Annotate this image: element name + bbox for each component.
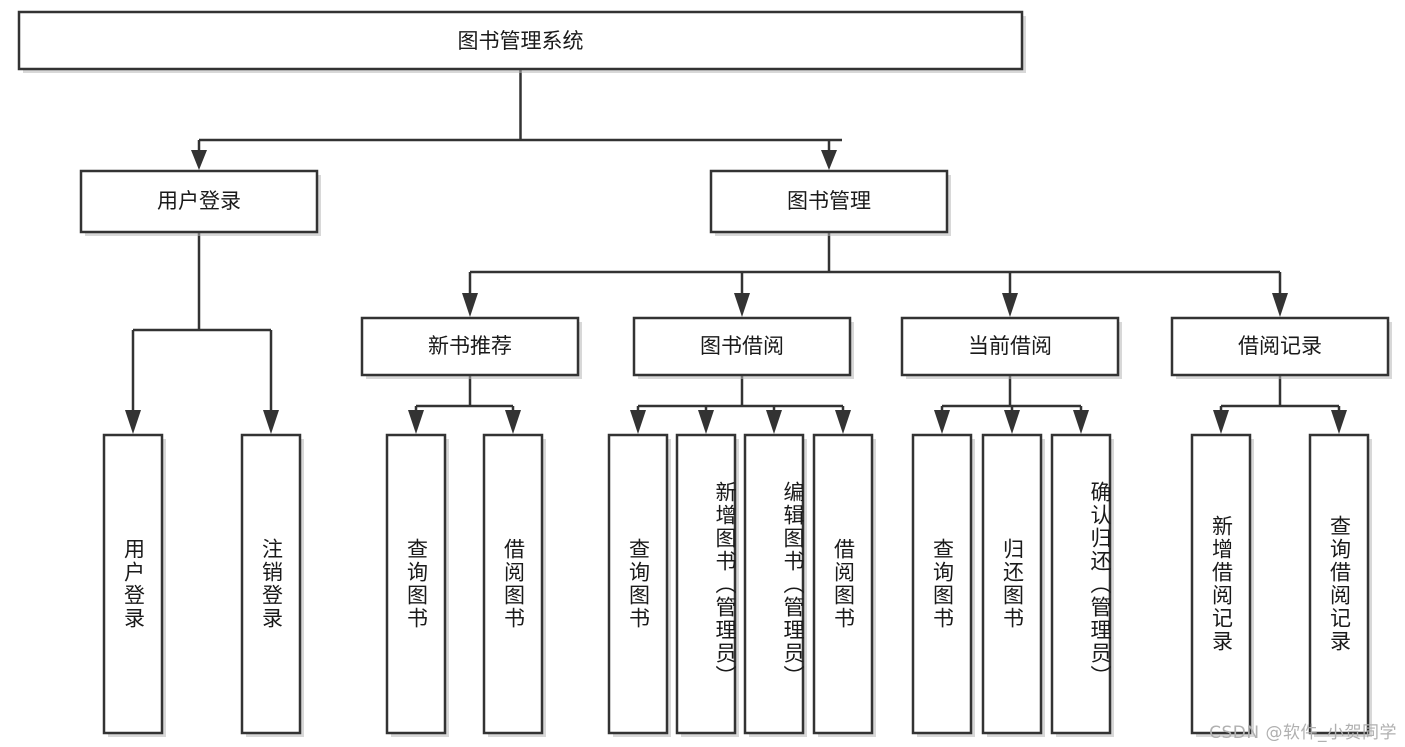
leaf-query-book-rec-box[interactable] (385, 433, 447, 735)
node-borrow-record[interactable]: 借阅记录 (1170, 316, 1392, 379)
borrow-record-label: 借阅记录 (1238, 334, 1322, 358)
leaf-borrow-book-rec-box[interactable] (482, 433, 544, 735)
leaf-edit-book-box[interactable] (743, 433, 805, 735)
leaf-confirm-return-box[interactable] (1050, 433, 1112, 735)
arrow-bookborrow (734, 293, 750, 317)
arrow-leaf-user-login (125, 410, 141, 434)
leaf-add-borrow-record-box[interactable] (1190, 433, 1252, 735)
book-borrow-label: 图书借阅 (700, 334, 784, 358)
book-borrow-box[interactable] (632, 316, 852, 377)
leaf-query-book-current-box[interactable] (911, 433, 973, 735)
leaf-return-book-box[interactable] (981, 433, 1043, 735)
root-box[interactable] (17, 10, 1024, 71)
current-borrow-label: 当前借阅 (968, 334, 1052, 358)
user-login-label: 用户登录 (157, 189, 241, 213)
user-login-box[interactable] (79, 169, 319, 234)
arrow-leaf-return-book (1004, 410, 1020, 434)
node-new-book-rec[interactable]: 新书推荐 (360, 316, 582, 379)
arrow-currentborrow (1002, 293, 1018, 317)
arrow-leaf-query-book-current (934, 410, 950, 434)
node-current-borrow[interactable]: 当前借阅 (900, 316, 1122, 379)
leaf-user-logout-box[interactable] (240, 433, 302, 735)
root-label: 图书管理系统 (458, 29, 584, 53)
arrow-leaf-borrow-book (835, 410, 851, 434)
node-user-login[interactable]: 用户登录 (79, 169, 321, 236)
arrow-leaf-add-book (698, 410, 714, 434)
book-manage-label: 图书管理 (787, 189, 871, 213)
new-book-rec-label: 新书推荐 (428, 334, 512, 358)
borrow-record-box[interactable] (1170, 316, 1390, 377)
leaf-user-login-box[interactable] (102, 433, 164, 735)
watermark: CSDN @软件_小贺同学 (1209, 723, 1397, 743)
arrow-leaf-borrow-book-rec (505, 410, 521, 434)
new-book-rec-box[interactable] (360, 316, 580, 377)
arrow-leaf-confirm-return (1073, 410, 1089, 434)
leaf-query-book-borrow-box[interactable] (607, 433, 669, 735)
arrow-user-login (191, 150, 207, 170)
arrow-leaf-query-borrow-record (1331, 410, 1347, 434)
arrow-leaf-user-logout (263, 410, 279, 434)
node-book-borrow[interactable]: 图书借阅 (632, 316, 854, 379)
current-borrow-box[interactable] (900, 316, 1120, 377)
node-root[interactable]: 图书管理系统 (17, 10, 1026, 73)
leaf-query-borrow-record-box[interactable] (1308, 433, 1370, 735)
arrow-newbook (462, 293, 478, 317)
leaf-borrow-book-box[interactable] (812, 433, 874, 735)
edge-layer (125, 69, 1347, 434)
arrow-leaf-query-book-rec (408, 410, 424, 434)
leaf-add-book-box[interactable] (675, 433, 737, 735)
book-manage-box[interactable] (709, 169, 949, 234)
arrow-leaf-edit-book (766, 410, 782, 434)
leaf-box-layer[interactable] (102, 433, 1372, 737)
arrow-leaf-add-borrow-record (1213, 410, 1229, 434)
arrow-borrowrecord (1272, 293, 1288, 317)
arrow-book-manage (821, 150, 837, 170)
arrow-leaf-query-book-borrow (630, 410, 646, 434)
node-book-manage[interactable]: 图书管理 (709, 169, 951, 236)
